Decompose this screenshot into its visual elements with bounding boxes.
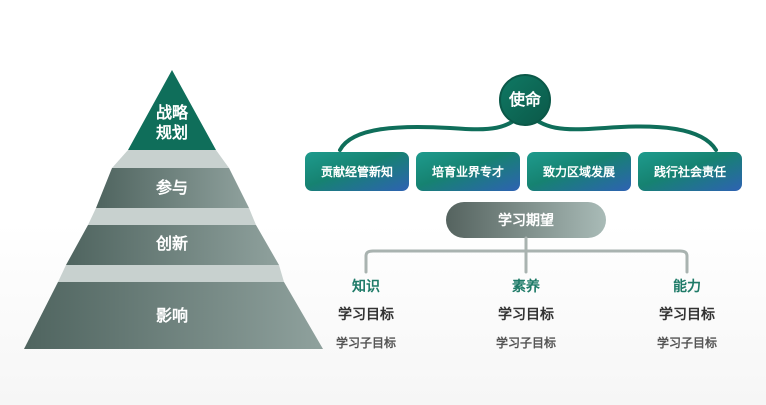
mission-pills [305,152,742,191]
column-title-ability: 能力 [673,279,701,295]
pyramid-fold-3 [58,265,284,282]
expectation-box [446,202,606,238]
mission-item-3-box [527,152,631,191]
column-subgoal-literacy: 学习子目标 [495,336,556,350]
pyramid-tier-impact [24,282,323,349]
mission-item-1: 贡献经管新知 [320,165,393,179]
column-goal-ability: 学习目标 [659,307,715,323]
pyramid-label-participation: 参与 [155,178,188,197]
pyramid-label-strategy: 战略 规划 [149,103,195,143]
pyramid-label-strategy-line-1: 战略 [155,103,188,122]
mission-curve-left [338,109,527,152]
pyramid [24,70,323,349]
pyramid-label-strategy-line-2: 规划 [155,123,188,142]
column-subgoal-knowledge: 学习子目标 [335,336,396,350]
column-title-knowledge: 知识 [352,279,380,295]
column-goal-knowledge: 学习目标 [338,307,394,323]
pyramid-label-innovation: 创新 [155,234,188,253]
pyramid-label-impact: 影响 [155,306,188,325]
mission-connectors [338,109,718,152]
mission-item-2-box [416,152,520,191]
pyramid-fold-1 [112,150,229,168]
pyramid-tier-strategy [128,70,216,150]
column-title-literacy: 素养 [512,279,540,295]
mission-item-1-box [305,152,409,191]
column-goal-literacy: 学习目标 [498,307,554,323]
mission-circle [499,74,551,126]
mission-curve-right [523,109,718,152]
mission-item-2: 培育业界专才 [431,165,504,179]
expectation-tree [364,236,689,274]
mission-label: 使命 [508,90,541,109]
mission-item-3: 致力区域发展 [542,165,615,179]
pyramid-tier-innovation [66,225,279,265]
pyramid-fold-2 [88,208,256,225]
mission-item-4-box [638,152,742,191]
mission-item-4: 践行社会责任 [653,165,726,179]
column-subgoal-ability: 学习子目标 [656,336,717,350]
expectation-label: 学习期望 [498,213,554,229]
pyramid-tier-participation [96,168,249,208]
